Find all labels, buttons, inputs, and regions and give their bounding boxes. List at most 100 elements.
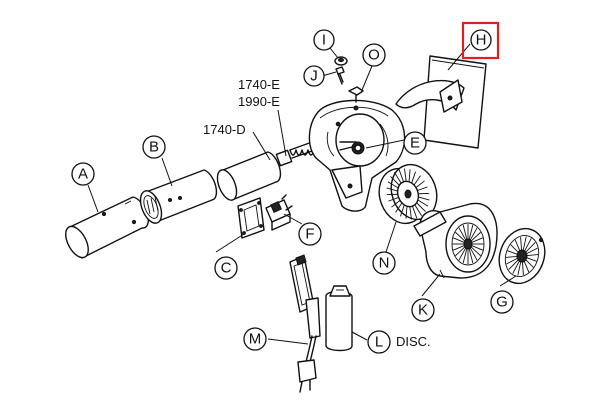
- callout-h-letter: H: [476, 32, 487, 49]
- blower-blade: [388, 196, 400, 202]
- housing-spoke: [469, 247, 478, 261]
- blower-blade: [417, 196, 430, 201]
- part-b-heater-tube: [139, 169, 218, 224]
- callout-o-letter: O: [368, 47, 380, 64]
- leader-lines: [87, 43, 517, 345]
- blower-blade: [404, 168, 407, 183]
- blower-blade: [417, 199, 429, 207]
- blower-blade: [400, 204, 405, 217]
- callout-j-letter: J: [310, 68, 318, 85]
- main-housing: [308, 99, 406, 212]
- housing-spoke: [452, 237, 465, 243]
- housing-spoke: [458, 247, 467, 261]
- guard-spoke: [507, 250, 518, 255]
- blower-blade: [386, 187, 399, 192]
- part-l-handle-half: [325, 285, 353, 352]
- part-g-rear-guard: [498, 227, 546, 285]
- callout-g[interactable]: G: [490, 290, 514, 314]
- housing-spoke: [468, 248, 474, 264]
- guard-spoke: [520, 237, 523, 251]
- guard-spoke: [512, 261, 520, 274]
- guard-spoke: [506, 257, 518, 265]
- guard-spoke: [517, 261, 522, 276]
- housing-spoke: [455, 246, 466, 257]
- callout-h[interactable]: H: [461, 21, 500, 60]
- callout-m[interactable]: M: [243, 327, 267, 351]
- callout-e-letter: E: [410, 135, 420, 152]
- guard-spoke: [505, 255, 518, 258]
- guard-spoke: [522, 236, 527, 251]
- blower-blade: [391, 199, 401, 208]
- housing-spoke: [471, 245, 484, 251]
- housing-spoke: [455, 231, 466, 242]
- callout-h-highlight-box: [461, 21, 500, 60]
- part-k-blower-housing: [413, 202, 498, 279]
- callout-l[interactable]: L: [367, 330, 391, 354]
- callout-c[interactable]: C: [214, 256, 238, 280]
- callout-f-letter: F: [305, 226, 314, 243]
- callout-f[interactable]: F: [298, 222, 322, 246]
- housing-spoke: [452, 245, 465, 251]
- guard-spoke: [525, 259, 534, 268]
- callout-n[interactable]: N: [372, 251, 396, 275]
- callout-k[interactable]: K: [411, 298, 435, 322]
- guard-spoke: [526, 254, 539, 257]
- callout-l-letter: L: [375, 334, 383, 351]
- callout-b[interactable]: B: [142, 135, 166, 159]
- callout-b-letter: B: [149, 139, 159, 156]
- guard-spoke: [525, 242, 536, 253]
- housing-spoke: [471, 237, 484, 243]
- blower-blade: [405, 205, 408, 219]
- callout-i-letter: I: [322, 32, 326, 49]
- part-h-stand-bracket: [395, 55, 487, 149]
- part-i-nut: [334, 56, 348, 66]
- housing-spoke: [462, 224, 468, 240]
- guard-spoke: [521, 261, 524, 275]
- blower-blade: [390, 176, 401, 187]
- blower-blade: [393, 172, 403, 185]
- callout-g-letter: G: [496, 294, 508, 311]
- blower-blade: [411, 205, 418, 219]
- blower-blade: [395, 202, 403, 213]
- guard-spoke: [523, 260, 530, 273]
- housing-spoke: [458, 227, 467, 241]
- guard-spoke: [514, 239, 521, 252]
- housing-spoke: [462, 248, 468, 264]
- blower-blade: [416, 186, 428, 192]
- part-o-screw: [348, 65, 373, 103]
- callout-o[interactable]: O: [362, 43, 386, 67]
- part-1740d-tube: [216, 151, 282, 201]
- part-f-switch: [265, 194, 293, 231]
- blower-blade: [408, 169, 411, 183]
- blower-blade: [387, 181, 399, 189]
- guard-spoke: [510, 244, 519, 253]
- part-a-nozzle-tube: [65, 196, 150, 259]
- label-1740e: 1740-E: [238, 77, 280, 92]
- callout-k-letter: K: [418, 302, 428, 319]
- callout-n-letter: N: [379, 255, 390, 272]
- blower-blade: [398, 169, 405, 183]
- callout-e[interactable]: E: [403, 131, 427, 155]
- callout-j[interactable]: J: [303, 65, 325, 87]
- part-n-blower-wheel: [378, 163, 438, 225]
- housing-spoke: [469, 227, 478, 241]
- part-c-switch-plate: [237, 197, 265, 239]
- blower-blade: [415, 201, 426, 212]
- callout-a[interactable]: A: [71, 162, 95, 186]
- blower-blade: [413, 175, 421, 186]
- guard-spoke: [526, 247, 538, 255]
- blower-blade: [411, 171, 416, 184]
- label-disc: DISC.: [396, 334, 431, 349]
- housing-spoke: [470, 231, 481, 242]
- blower-blade: [409, 205, 412, 220]
- guard-spoke: [524, 238, 532, 251]
- part-j-screw: [335, 66, 345, 85]
- callout-c-letter: C: [221, 260, 232, 277]
- part-m-power-cord: [297, 297, 321, 393]
- callout-a-letter: A: [78, 166, 88, 183]
- guard-spoke: [526, 257, 537, 262]
- label-1990e: 1990-E: [238, 94, 280, 109]
- callout-i[interactable]: I: [313, 29, 335, 51]
- callout-m-letter: M: [249, 331, 262, 348]
